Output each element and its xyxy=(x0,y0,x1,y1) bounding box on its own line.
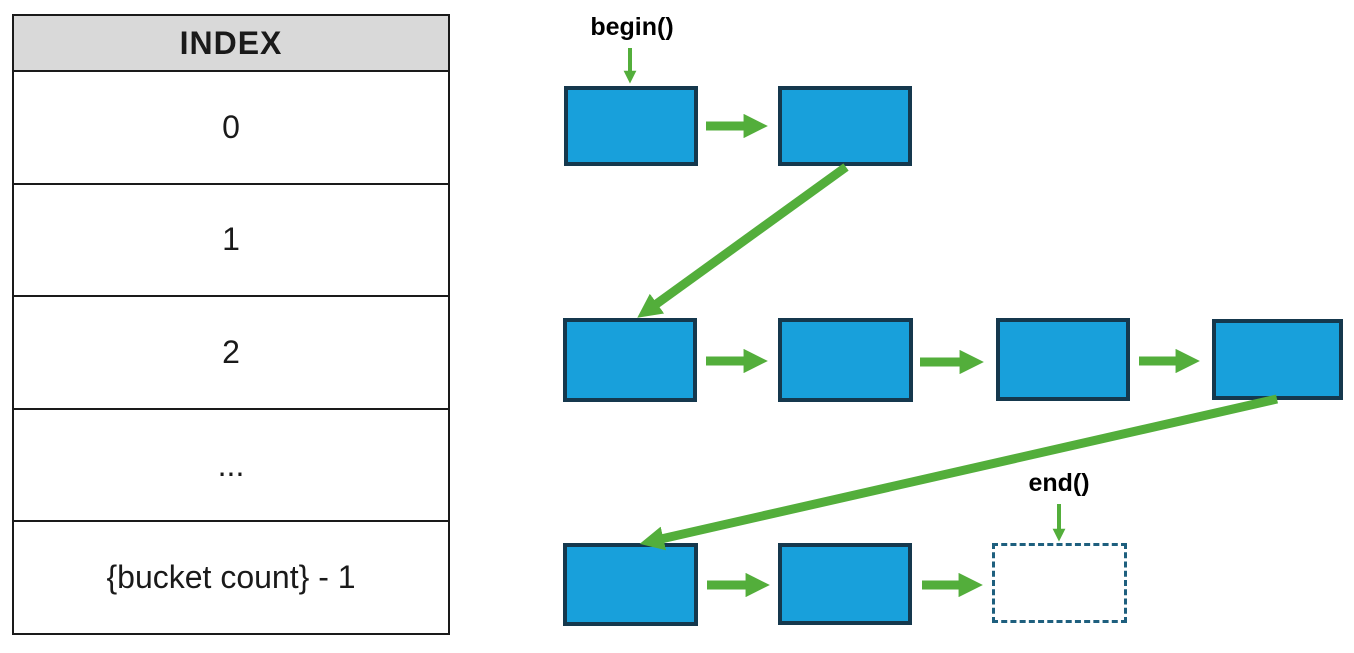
index-row-0: 0 xyxy=(14,72,448,185)
bucket0-node-1 xyxy=(564,86,698,166)
index-row-ellipsis: ... xyxy=(14,410,448,523)
index-row-2: 2 xyxy=(14,297,448,410)
last-bucket-node-1 xyxy=(563,543,698,626)
bucket2-node-2 xyxy=(778,318,913,402)
index-table: INDEX 0 1 2 ... {bucket count} - 1 xyxy=(12,14,450,635)
end-label: end() xyxy=(1028,469,1090,497)
bucket0-node-2 xyxy=(778,86,912,166)
bucket2-node-3 xyxy=(996,318,1130,401)
bucket2-node-1 xyxy=(563,318,697,402)
index-row-1: 1 xyxy=(14,185,448,298)
last-bucket-node-2 xyxy=(778,543,912,625)
bucket2-to-last-bucket-arrow xyxy=(639,394,1278,551)
end-sentinel-node xyxy=(992,543,1127,623)
begin-label: begin() xyxy=(590,13,674,41)
bucket0-to-bucket2-arrow xyxy=(637,163,849,318)
bucket2-node-4 xyxy=(1212,319,1343,400)
index-table-header: INDEX xyxy=(14,16,448,72)
index-row-last: {bucket count} - 1 xyxy=(106,559,356,596)
